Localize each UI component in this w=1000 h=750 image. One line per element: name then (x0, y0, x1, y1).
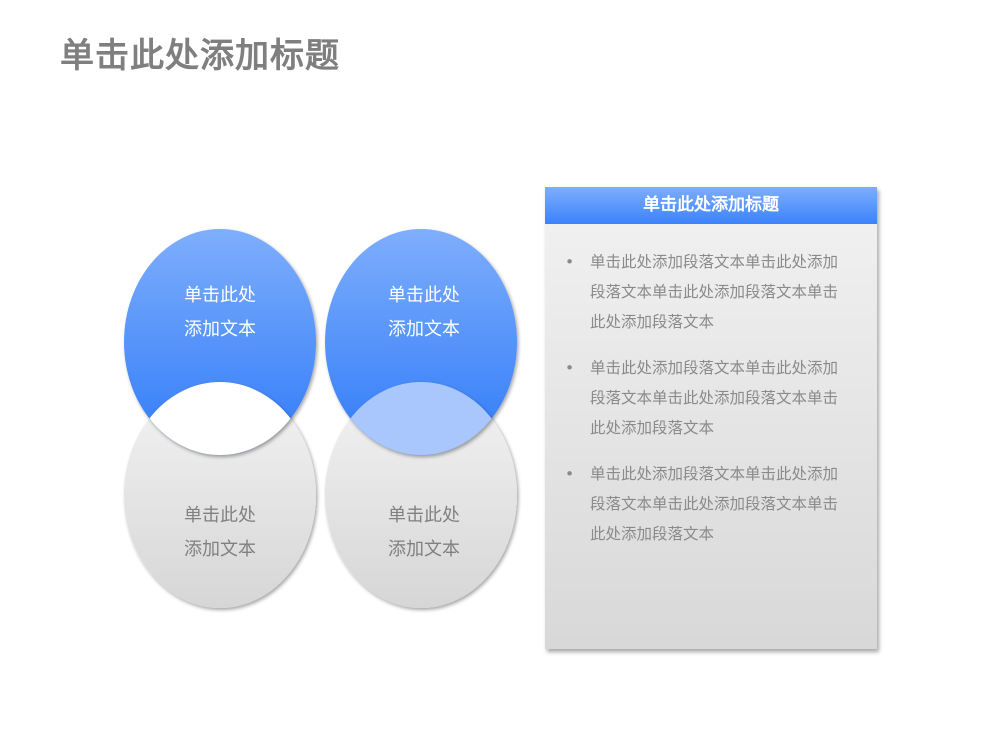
bullet-icon: • (565, 253, 575, 271)
venn-shapes (124, 229, 517, 608)
venn-diagram: 单击此处 添加文本 单击此处 添加文本 单击此处 添加文本 单击此处 添加文本 (124, 229, 517, 608)
list-item-text: 单击此处添加段落文本单击此处添加段落文本单击此处添加段落文本单击此处添加段落文本 (590, 465, 839, 543)
list-item-text: 单击此处添加段落文本单击此处添加段落文本单击此处添加段落文本单击此处添加段落文本 (590, 253, 839, 331)
panel-header[interactable]: 单击此处添加标题 (545, 187, 877, 224)
bullet-icon: • (565, 465, 575, 483)
bullet-icon: • (565, 359, 575, 377)
list-item-text: 单击此处添加段落文本单击此处添加段落文本单击此处添加段落文本单击此处添加段落文本 (590, 359, 839, 437)
list-item[interactable]: • 单击此处添加段落文本单击此处添加段落文本单击此处添加段落文本单击此处添加段落… (545, 353, 877, 443)
circle-label-top-left: 单击此处 添加文本 (184, 285, 256, 340)
list-item[interactable]: • 单击此处添加段落文本单击此处添加段落文本单击此处添加段落文本单击此处添加段落… (545, 247, 877, 337)
list-item[interactable]: • 单击此处添加段落文本单击此处添加段落文本单击此处添加段落文本单击此处添加段落… (545, 459, 877, 549)
bullet-list: • 单击此处添加段落文本单击此处添加段落文本单击此处添加段落文本单击此处添加段落… (545, 247, 877, 565)
page-title[interactable]: 单击此处添加标题 (60, 36, 340, 76)
lens-left (124, 382, 316, 455)
circle-label-bottom-right: 单击此处 添加文本 (388, 505, 460, 560)
text-panel: 单击此处添加标题 • 单击此处添加段落文本单击此处添加段落文本单击此处添加段落文… (545, 187, 877, 649)
circle-label-top-right: 单击此处 添加文本 (388, 285, 460, 340)
lens-right (325, 382, 517, 455)
circle-label-bottom-left: 单击此处 添加文本 (184, 505, 256, 560)
